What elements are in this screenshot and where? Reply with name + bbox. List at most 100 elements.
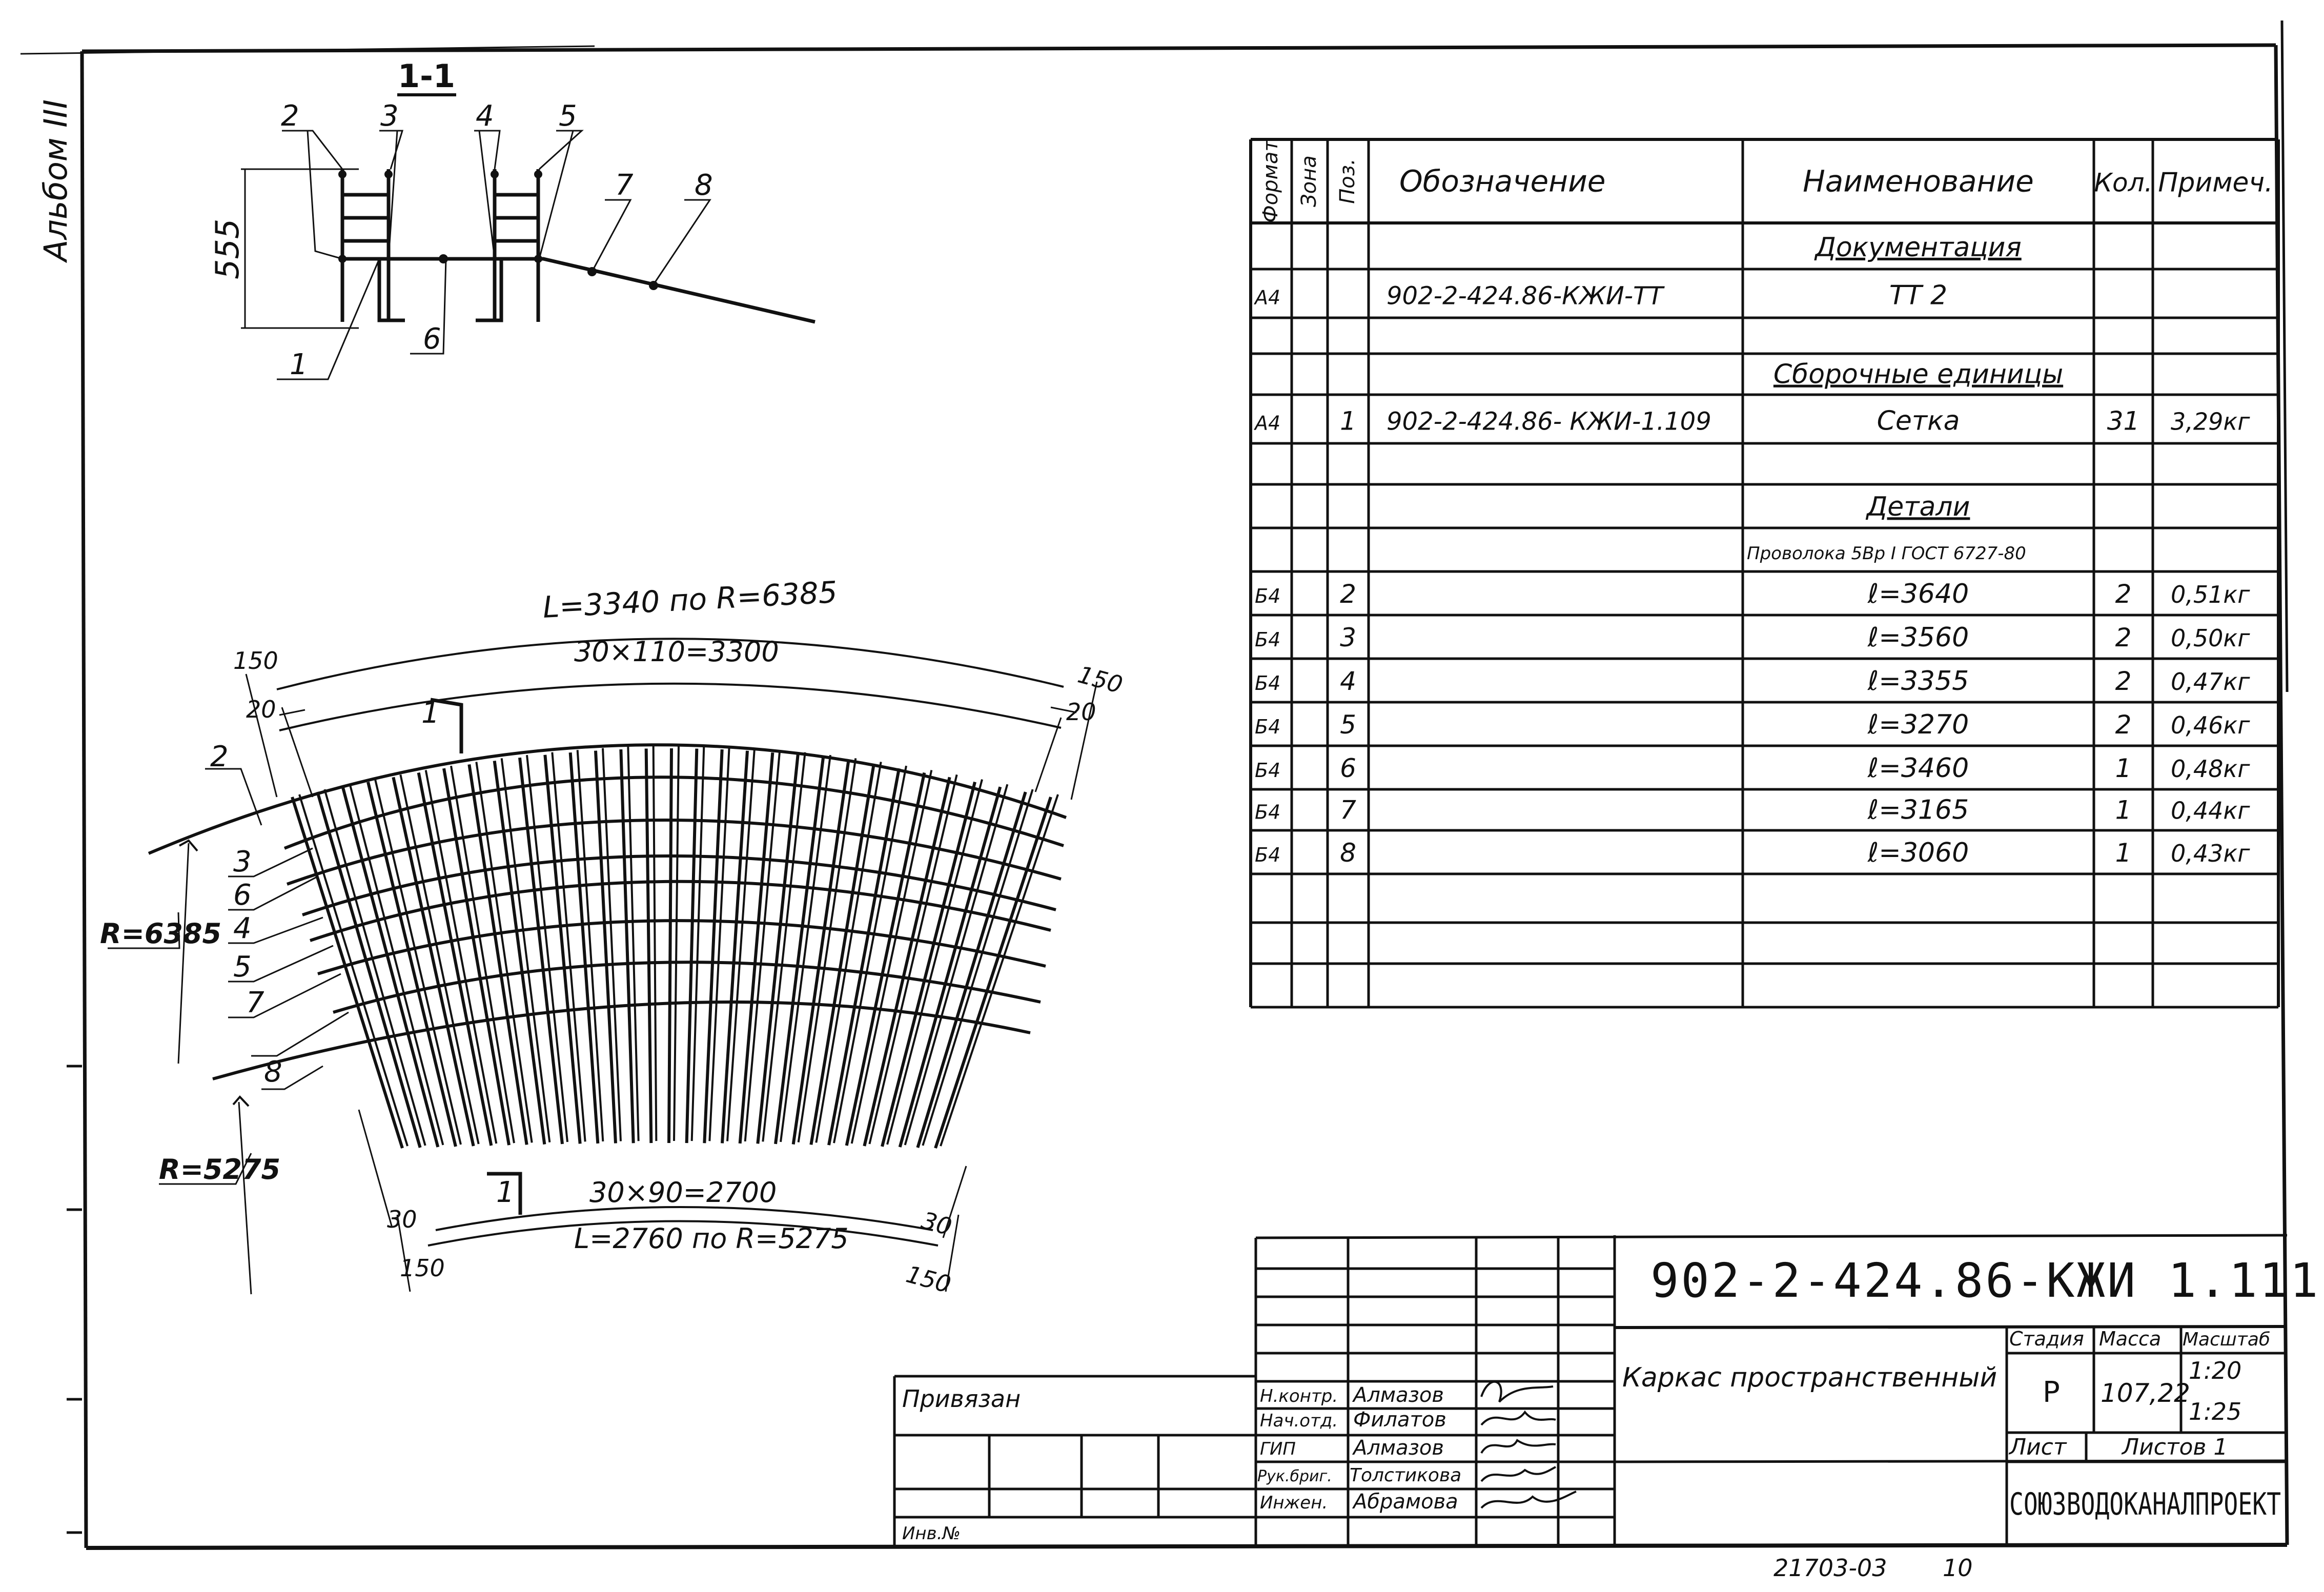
section-title: 1-1 xyxy=(398,57,455,95)
radial-bar xyxy=(726,748,756,1141)
signature xyxy=(1480,1439,1556,1454)
mass-label: Масса xyxy=(2099,1328,2161,1350)
radial-bar xyxy=(652,746,658,1141)
radial-bar xyxy=(898,786,1002,1148)
radial-bar xyxy=(442,768,511,1146)
radial-bar xyxy=(845,772,926,1146)
radial-bar xyxy=(576,750,604,1141)
radius-outer-label: R=6385 xyxy=(100,917,221,950)
spec-cell-qty: 2 xyxy=(2115,710,2132,740)
radial-bar xyxy=(323,789,426,1146)
spec-cell-pos: 5 xyxy=(1340,710,1356,740)
radial-bar xyxy=(827,768,901,1146)
radial-bar xyxy=(551,752,586,1142)
sheets-label: Листов 1 xyxy=(2121,1434,2228,1460)
scale-value-1: 1:20 xyxy=(2189,1357,2241,1384)
radial-bar xyxy=(518,757,564,1145)
radial-bar xyxy=(627,747,640,1141)
bar-label-4: 4 xyxy=(233,912,252,945)
signatory-role: ГИП xyxy=(1260,1439,1296,1459)
archive-number: 21703-03 xyxy=(1773,1554,1887,1582)
spec-cell-name: ℓ=3060 xyxy=(1867,838,1969,868)
dim-150-bottom-right: 150 xyxy=(903,1260,954,1298)
radial-bar xyxy=(756,754,800,1144)
spec-header-pos: Поз. xyxy=(1336,158,1359,204)
outer-spacing-dim: 30×110=3300 xyxy=(574,636,779,668)
section-callout-3: 3 xyxy=(380,99,399,133)
signatory-role: Н.контр. xyxy=(1260,1386,1338,1406)
spec-header-qty: Кол. xyxy=(2094,168,2153,198)
spec-cell-name: Сборочные единицы xyxy=(1773,359,2063,390)
radial-bar xyxy=(881,781,976,1147)
dim-20-right: 20 xyxy=(1066,698,1096,726)
spec-cell-qty: 2 xyxy=(2115,666,2132,696)
outer-arc-dim: L=3340 по R=6385 xyxy=(542,575,838,625)
spec-cell-name: ℓ=3355 xyxy=(1867,666,1969,697)
radial-bar xyxy=(791,760,850,1145)
radial-bar xyxy=(619,749,635,1144)
signatory-role: Инжен. xyxy=(1260,1493,1328,1513)
spec-cell-note: 0,44кг xyxy=(2171,797,2250,825)
dim-30-left: 30 xyxy=(387,1206,417,1233)
radial-bar xyxy=(341,786,440,1148)
spec-cell-name: Детали xyxy=(1866,492,1970,522)
spec-table-grid xyxy=(1249,138,2280,1009)
radial-bar xyxy=(868,774,958,1145)
title-block xyxy=(893,1234,2288,1546)
scale-label: Масштаб xyxy=(2183,1329,2270,1350)
document-code: 902-2-424.86-КЖИ 1.111 xyxy=(1650,1253,2320,1308)
spec-cell-name: ℓ=3560 xyxy=(1867,622,1969,653)
signatory-name: Алмазов xyxy=(1352,1436,1444,1460)
spec-cell-designation: 902-2-424.86- КЖИ-1.109 xyxy=(1387,407,1711,436)
bar-label-6: 6 xyxy=(233,879,252,912)
radial-bar xyxy=(934,797,1052,1149)
spec-cell-name: ℓ=3165 xyxy=(1867,795,1969,826)
spec-cell-note: 0,43кг xyxy=(2171,840,2250,867)
radial-bar xyxy=(833,765,907,1144)
radial-bar xyxy=(424,770,498,1144)
bar-label-8: 8 xyxy=(264,1055,282,1089)
radial-bar xyxy=(392,777,475,1147)
radial-bar xyxy=(780,754,831,1142)
radial-bar xyxy=(886,779,983,1145)
radial-bar xyxy=(467,764,528,1145)
radial-bar xyxy=(673,745,680,1141)
signatory-rows: Н.контр. Алмазов Нач.отд. Филатов ГИП Ал… xyxy=(1257,1383,1461,1514)
inner-arc-dim: L=2760 по R=5275 xyxy=(574,1222,849,1255)
radial-bar xyxy=(809,764,875,1145)
radial-bar xyxy=(475,762,533,1143)
radial-bar xyxy=(493,761,546,1145)
spec-cell-format: Б4 xyxy=(1255,844,1280,866)
bar-label-2: 2 xyxy=(210,740,229,773)
spec-cell-pos: 2 xyxy=(1340,579,1356,609)
radial-bar xyxy=(774,757,825,1145)
dim-20-left: 20 xyxy=(246,696,276,723)
spec-cell-note: 3,29кг xyxy=(2171,407,2250,435)
signatory-name: Толстикова xyxy=(1350,1465,1461,1486)
radial-bar xyxy=(417,772,493,1146)
radial-bar xyxy=(644,748,653,1144)
spec-cell-format: Б4 xyxy=(1255,628,1280,651)
spec-cell-pos: 4 xyxy=(1340,666,1356,696)
radial-bar xyxy=(316,791,422,1148)
spec-header-designation: Обозначение xyxy=(1399,164,1605,199)
spec-cell-format: Б4 xyxy=(1255,801,1280,824)
stage-value: Р xyxy=(2043,1376,2060,1409)
section-callout-7: 7 xyxy=(615,169,634,202)
signature xyxy=(1480,1410,1556,1426)
radial-bar xyxy=(904,784,1009,1146)
spec-cell-qty: 1 xyxy=(2115,795,2132,825)
signatory-name: Абрамова xyxy=(1352,1490,1458,1514)
cage-plan xyxy=(108,638,1098,1295)
section-callout-5: 5 xyxy=(559,99,577,133)
spec-cell-note: 0,46кг xyxy=(2171,711,2250,739)
radial-bar xyxy=(690,746,705,1141)
radial-bar xyxy=(685,748,699,1144)
radial-bar xyxy=(450,765,515,1144)
section-callout-6: 6 xyxy=(423,322,441,356)
radial-bar xyxy=(721,750,749,1144)
section-1-1 xyxy=(241,93,816,380)
